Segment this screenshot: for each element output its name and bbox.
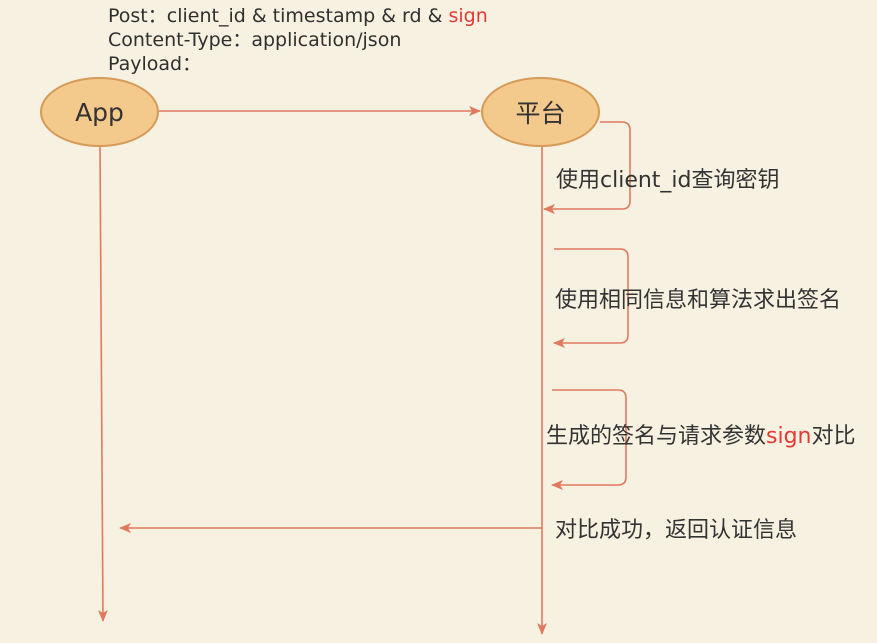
step-compare-suffix: 对比 (811, 424, 856, 449)
step-compare-prefix: 生成的签名与请求参数 (546, 424, 767, 449)
step-query-secret-label: 使用client_id查询密钥 (556, 168, 780, 193)
step-return-auth-label: 对比成功，返回认证信息 (555, 518, 798, 543)
post-line-text: Post：client_id & timestamp & rd & (108, 5, 449, 27)
request-spec: Post：client_id & timestamp & rd & sign C… (108, 4, 488, 76)
content-type-line: Content-Type：application/json (108, 29, 402, 51)
self-loop-1 (543, 121, 631, 214)
step-compute-signature-label: 使用相同信息和算法求出签名 (555, 288, 842, 313)
step-compare-signature-label: 生成的签名与请求参数sign对比 (546, 424, 856, 450)
payload-line: Payload： (108, 53, 202, 75)
self-loop-3 (551, 389, 627, 490)
platform-node: 平台 (481, 77, 600, 147)
post-sign-highlight: sign (448, 5, 488, 27)
self-loop-2 (553, 248, 629, 348)
step-compare-sign-highlight: sign (766, 424, 812, 449)
post-line: Post：client_id & timestamp & rd & sign (108, 4, 488, 28)
app-lifeline (97, 146, 108, 622)
app-node: App (40, 77, 159, 147)
